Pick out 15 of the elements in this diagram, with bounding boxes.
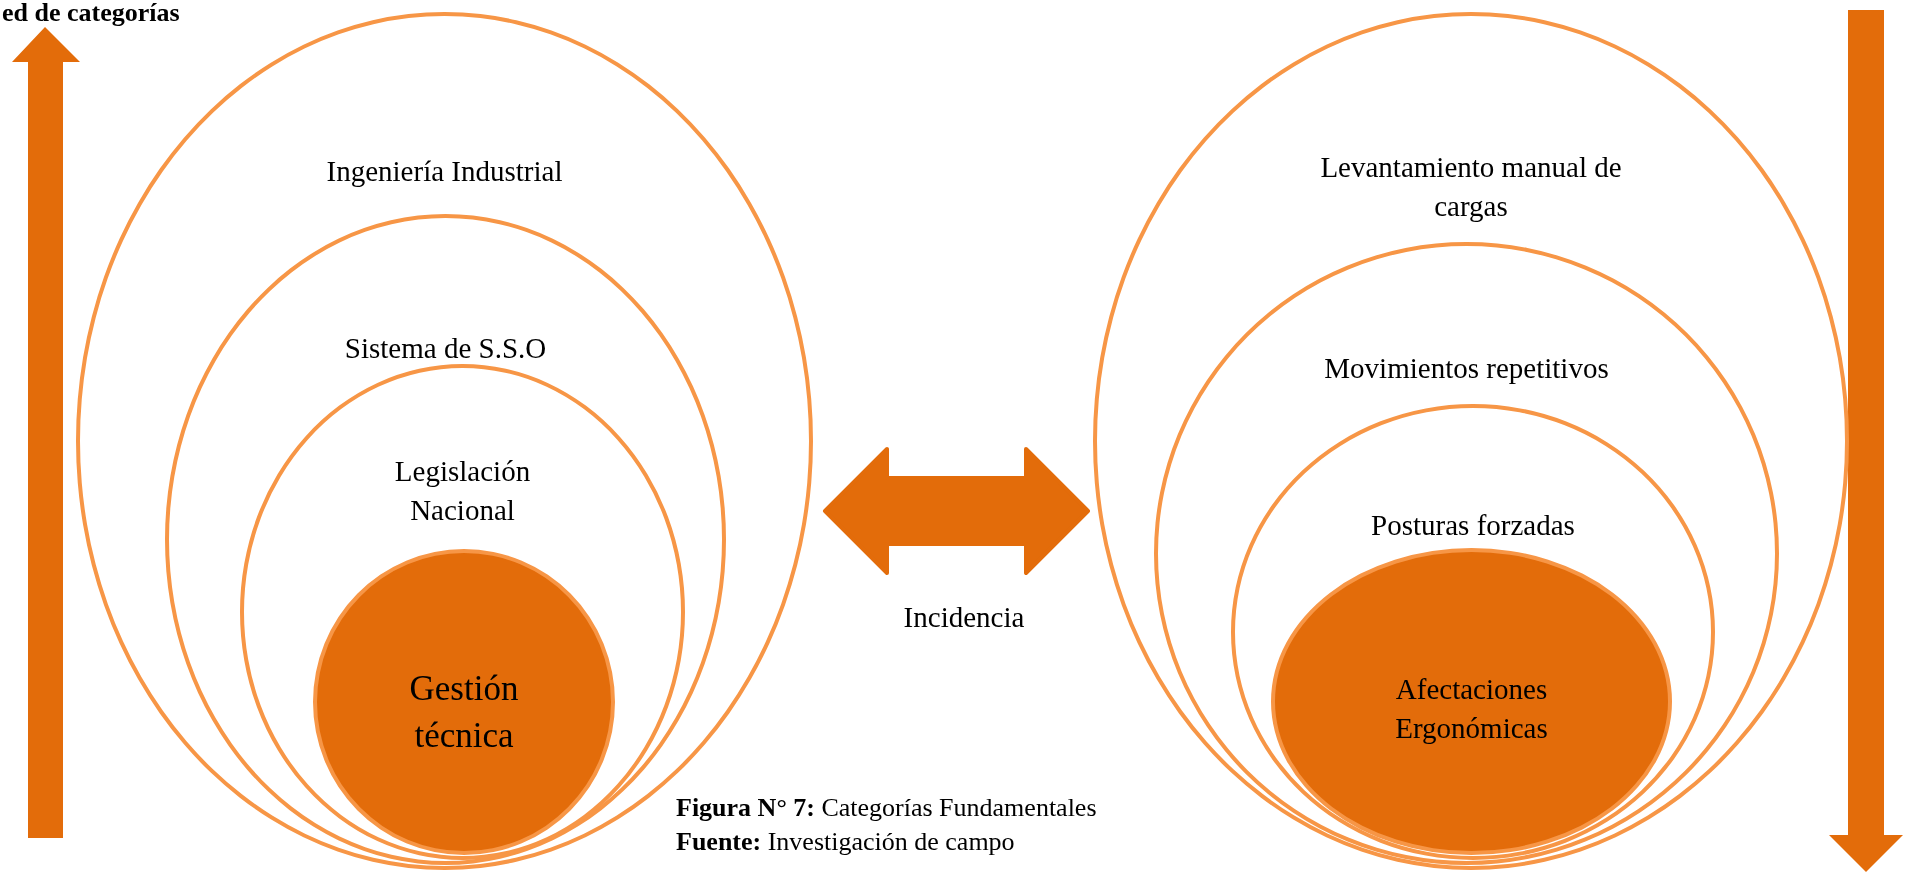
ellipse xyxy=(1154,242,1779,865)
ellipse xyxy=(1231,404,1715,860)
node-label: Gestión técnica xyxy=(408,668,520,758)
node-label: Legislación Nacional xyxy=(393,454,532,529)
double-arrow xyxy=(823,447,1090,575)
figure-caption: Figura N° 7: Categorías Fundamentales xyxy=(676,792,1097,824)
node-label: Sistema de S.S.O xyxy=(343,331,548,366)
node-label: Ingeniería Industrial xyxy=(325,154,564,189)
source-note: Fuente: Investigación de campo xyxy=(676,826,1015,858)
node-label: Levantamiento manual de cargas xyxy=(1319,150,1623,225)
title-text: ed de categorías xyxy=(2,0,180,26)
node-label: Posturas forzadas xyxy=(1370,508,1576,543)
edge-label: Incidencia xyxy=(902,600,1026,635)
node-label: Movimientos repetitivos xyxy=(1323,351,1610,386)
node-label: Afectaciones Ergonómicas xyxy=(1394,672,1549,747)
